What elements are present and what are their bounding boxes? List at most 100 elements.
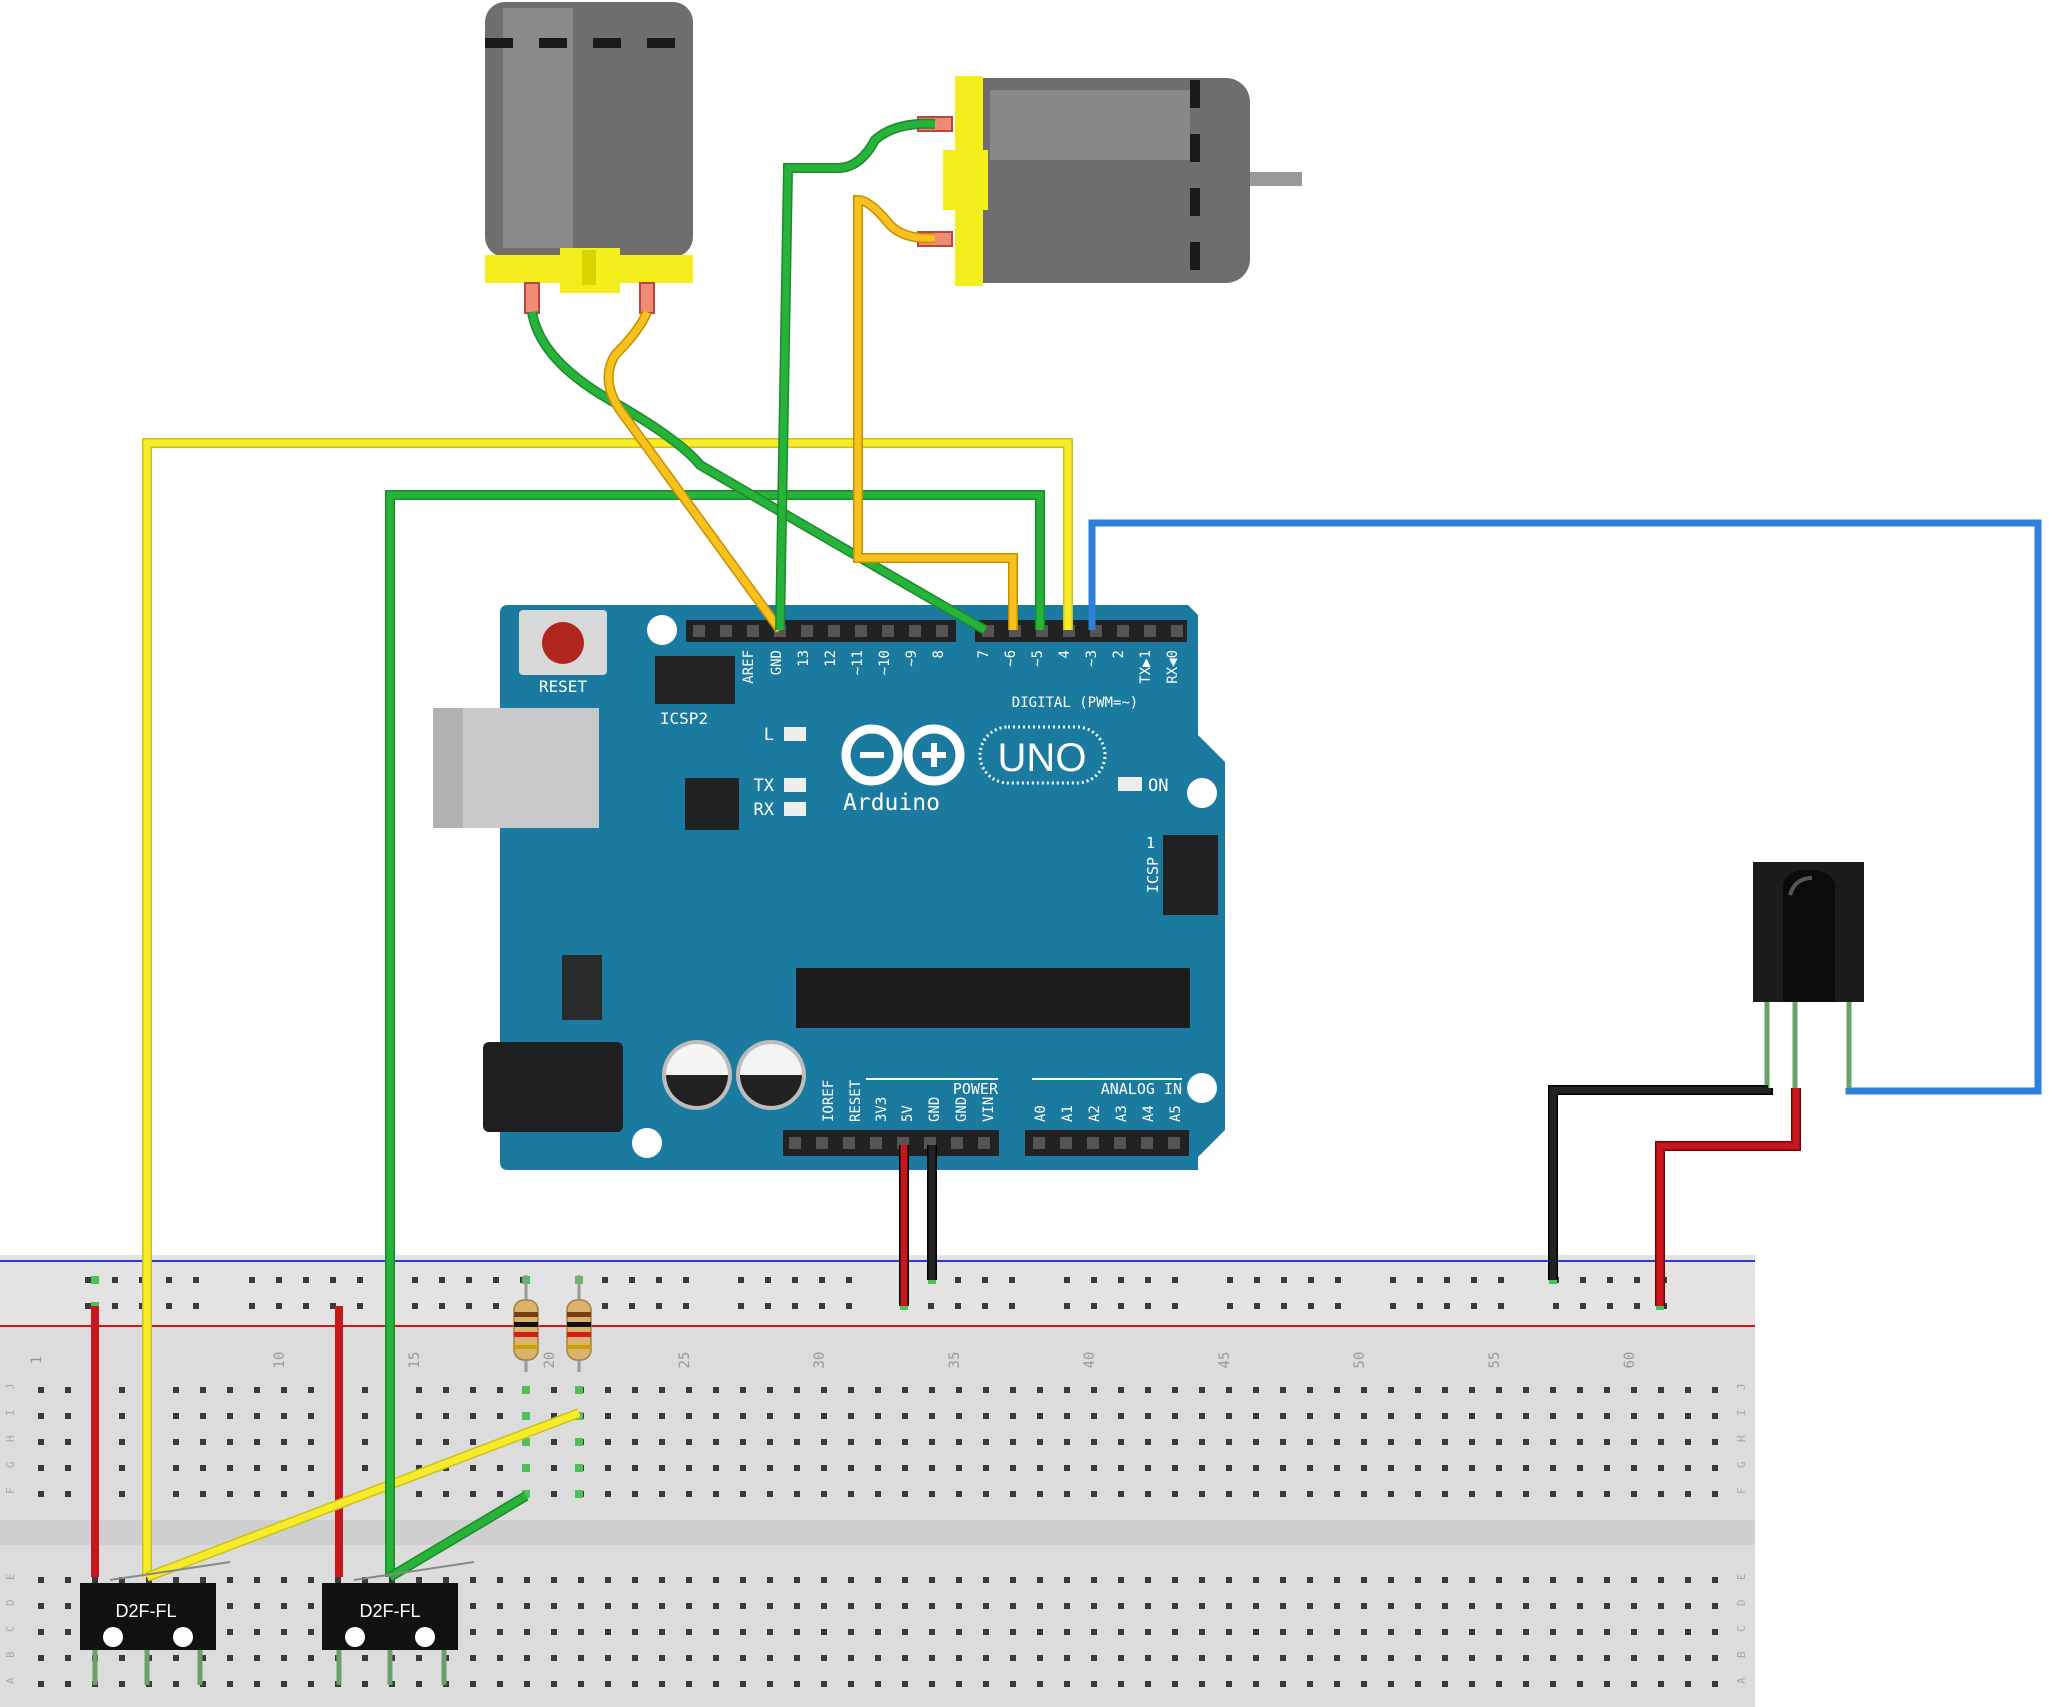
rail-hole bbox=[656, 1303, 662, 1309]
breadboard-hole bbox=[335, 1577, 341, 1583]
breadboard-hole bbox=[767, 1439, 773, 1445]
breadboard-hole bbox=[308, 1465, 314, 1471]
breadboard-hole bbox=[1361, 1655, 1367, 1661]
breadboard-hole bbox=[740, 1603, 746, 1609]
header-pin-hole bbox=[870, 1137, 882, 1149]
icsp2-header bbox=[655, 656, 735, 704]
breadboard-hole bbox=[983, 1655, 989, 1661]
breadboard-hole bbox=[1145, 1465, 1151, 1471]
breadboard-hole bbox=[38, 1413, 44, 1419]
led-on-label: ON bbox=[1148, 776, 1168, 796]
digital-pin-label: ~11 bbox=[850, 650, 866, 675]
breadboard-hole bbox=[254, 1603, 260, 1609]
breadboard-hole bbox=[605, 1603, 611, 1609]
rail-hole bbox=[1498, 1277, 1504, 1283]
breadboard-hole bbox=[1118, 1387, 1124, 1393]
breadboard-hole bbox=[632, 1491, 638, 1497]
breadboard-hole bbox=[1253, 1439, 1259, 1445]
breadboard-hole bbox=[956, 1629, 962, 1635]
breadboard-hole bbox=[65, 1629, 71, 1635]
breadboard-hole bbox=[929, 1681, 935, 1687]
rail-hole bbox=[1607, 1303, 1613, 1309]
breadboard-hole bbox=[1334, 1629, 1340, 1635]
breadboard-hole bbox=[848, 1577, 854, 1583]
reset-label: RESET bbox=[539, 677, 588, 696]
rail-hole bbox=[276, 1277, 282, 1283]
breadboard-hole bbox=[713, 1413, 719, 1419]
breadboard-hole bbox=[956, 1465, 962, 1471]
breadboard-hole bbox=[308, 1413, 314, 1419]
breadboard-hole bbox=[1712, 1439, 1718, 1445]
breadboard-hole bbox=[1658, 1577, 1664, 1583]
breadboard-hole bbox=[1388, 1413, 1394, 1419]
rail-hole bbox=[928, 1303, 934, 1309]
breadboard-hole bbox=[632, 1577, 638, 1583]
row-letter-c-right: C bbox=[1735, 1625, 1748, 1632]
rail-hole bbox=[85, 1303, 91, 1309]
breadboard-hole bbox=[578, 1655, 584, 1661]
breadboard-hole bbox=[875, 1439, 881, 1445]
ir-receiver bbox=[1753, 862, 1864, 1088]
breadboard-hole bbox=[308, 1491, 314, 1497]
breadboard-hole bbox=[1064, 1439, 1070, 1445]
breadboard-hole bbox=[1604, 1413, 1610, 1419]
breadboard-hole bbox=[1172, 1439, 1178, 1445]
header-pin-hole bbox=[1168, 1137, 1180, 1149]
breadboard-hole bbox=[254, 1387, 260, 1393]
header-pin-hole bbox=[936, 625, 948, 637]
rail-hole bbox=[1498, 1303, 1504, 1309]
breadboard-hole bbox=[1496, 1603, 1502, 1609]
breadboard-hole bbox=[1253, 1491, 1259, 1497]
breadboard-hole bbox=[632, 1439, 638, 1445]
breadboard-hole bbox=[1334, 1681, 1340, 1687]
breadboard-hole bbox=[659, 1603, 665, 1609]
breadboard-hole bbox=[1010, 1603, 1016, 1609]
breadboard-hole bbox=[524, 1681, 530, 1687]
breadboard-hole bbox=[1334, 1491, 1340, 1497]
breadboard-hole bbox=[524, 1577, 530, 1583]
row-letter-g-right: G bbox=[1735, 1461, 1748, 1468]
rail-hole bbox=[303, 1303, 309, 1309]
breadboard-hole bbox=[200, 1413, 206, 1419]
breadboard-hole bbox=[1388, 1655, 1394, 1661]
usb-chip bbox=[685, 778, 739, 830]
board-model-label: UNO bbox=[998, 736, 1087, 780]
breadboard-hole bbox=[1577, 1681, 1583, 1687]
rail-hole bbox=[1281, 1303, 1287, 1309]
breadboard-hole bbox=[821, 1577, 827, 1583]
breadboard-hole bbox=[1199, 1603, 1205, 1609]
breadboard-hole bbox=[1415, 1577, 1421, 1583]
breadboard-hole bbox=[1685, 1413, 1691, 1419]
breadboard-hole bbox=[470, 1603, 476, 1609]
breadboard-hole bbox=[1577, 1629, 1583, 1635]
breadboard-hole bbox=[1010, 1655, 1016, 1661]
breadboard-hole bbox=[632, 1603, 638, 1609]
rail-hole bbox=[1417, 1277, 1423, 1283]
header-pin-hole bbox=[789, 1137, 801, 1149]
breadboard-hole bbox=[740, 1655, 746, 1661]
rail-hole bbox=[955, 1277, 961, 1283]
breadboard-hole bbox=[470, 1439, 476, 1445]
connected-hole bbox=[522, 1438, 530, 1446]
digital-pin-label: ~6 bbox=[1003, 650, 1019, 667]
breadboard-hole bbox=[551, 1465, 557, 1471]
row-letter-b-right: B bbox=[1735, 1651, 1748, 1658]
analog-header bbox=[1025, 1130, 1189, 1156]
breadboard-hole bbox=[227, 1577, 233, 1583]
breadboard-hole bbox=[227, 1387, 233, 1393]
breadboard-hole bbox=[659, 1465, 665, 1471]
breadboard-hole bbox=[848, 1491, 854, 1497]
breadboard-hole bbox=[227, 1603, 233, 1609]
breadboard-hole bbox=[929, 1465, 935, 1471]
breadboard-hole bbox=[1172, 1629, 1178, 1635]
digital-pin-label: GND bbox=[769, 650, 785, 675]
breadboard-hole bbox=[65, 1603, 71, 1609]
breadboard-row-letters-right: J I H G F E D C B A bbox=[1735, 1383, 1748, 1684]
rail-hole bbox=[738, 1303, 744, 1309]
breadboard-hole bbox=[1496, 1465, 1502, 1471]
rail-hole bbox=[683, 1277, 689, 1283]
led-l bbox=[784, 727, 806, 741]
breadboard-hole bbox=[1037, 1603, 1043, 1609]
